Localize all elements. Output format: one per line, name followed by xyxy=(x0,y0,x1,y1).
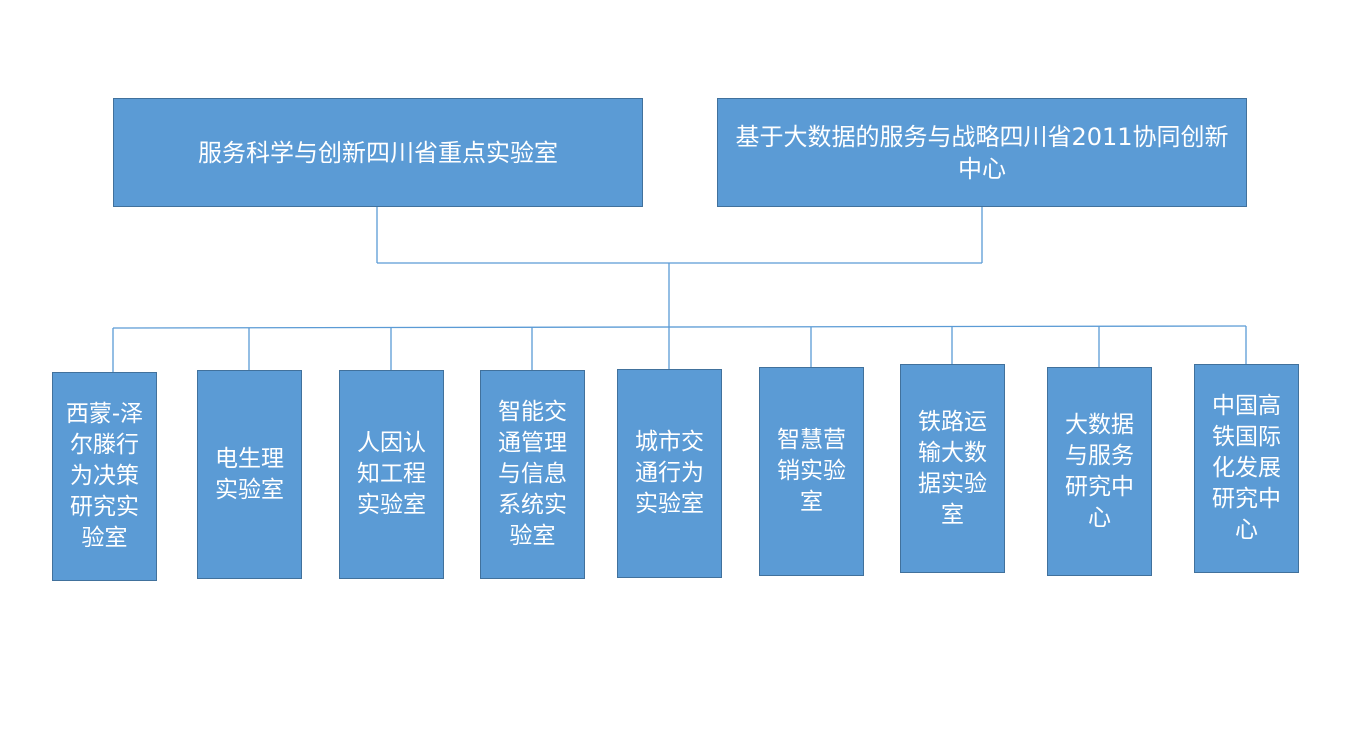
sub-unit-label: 人因认知工程实验室 xyxy=(357,430,426,518)
sub-unit-label: 大数据与服务研究中心 xyxy=(1065,411,1134,531)
sub-unit-label: 城市交通行为实验室 xyxy=(635,429,704,517)
top-unit-key-lab: 服务科学与创新四川省重点实验室 xyxy=(113,98,643,207)
sub-unit-label: 西蒙-泽尔滕行为决策研究实验室 xyxy=(65,401,144,551)
top-unit-innovation-center: 基于大数据的服务与战略四川省2011协同创新中心 xyxy=(717,98,1247,207)
sub-unit-label: 铁路运输大数据实验室 xyxy=(918,408,987,528)
sub-unit-3: 人因认知工程实验室 xyxy=(339,370,444,579)
sub-unit-label: 智能交通管理与信息系统实验室 xyxy=(498,399,567,549)
sub-unit-label: 中国高铁国际化发展研究中心 xyxy=(1212,393,1281,543)
sub-unit-2: 电生理实验室 xyxy=(197,370,302,579)
sub-unit-5: 城市交通行为实验室 xyxy=(617,369,722,578)
sub-unit-4: 智能交通管理与信息系统实验室 xyxy=(480,370,585,579)
top-unit-label: 基于大数据的服务与战略四川省2011协同创新中心 xyxy=(735,122,1229,183)
sub-unit-label: 智慧营销实验室 xyxy=(777,427,846,515)
sub-unit-7: 铁路运输大数据实验室 xyxy=(900,364,1005,573)
sub-unit-6: 智慧营销实验室 xyxy=(759,367,864,576)
sub-unit-8: 大数据与服务研究中心 xyxy=(1047,367,1152,576)
top-unit-label: 服务科学与创新四川省重点实验室 xyxy=(198,138,558,167)
connector-bus xyxy=(112,325,1247,329)
sub-unit-9: 中国高铁国际化发展研究中心 xyxy=(1194,364,1299,573)
sub-unit-1: 西蒙-泽尔滕行为决策研究实验室 xyxy=(52,372,157,581)
sub-unit-label: 电生理实验室 xyxy=(215,445,284,503)
